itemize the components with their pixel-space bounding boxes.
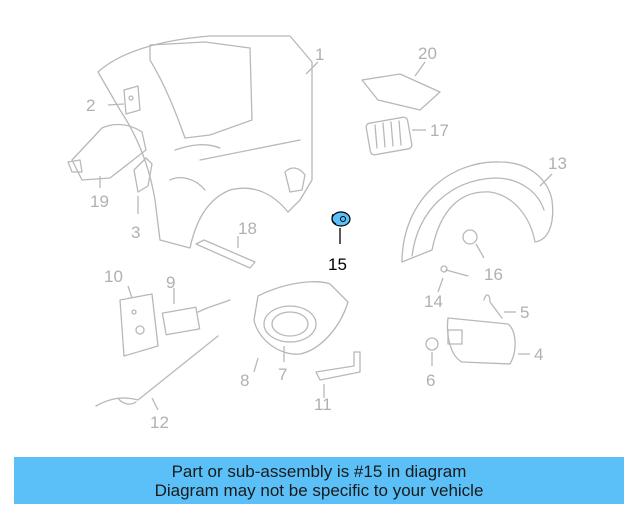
part-7-housing [263,305,317,343]
part-3-actuator [133,157,153,193]
part-5-spring [483,294,503,319]
callout-15: 15 [328,255,347,274]
part-17-vent [365,116,413,156]
callout-14: 14 [424,292,443,311]
callout-4: 4 [534,345,543,364]
part-9-module [161,299,231,336]
callout-17: 17 [430,121,449,140]
banner-line-1: Part or sub-assembly is #15 in diagram [171,461,467,481]
part-19-filler-housing [67,123,147,181]
callout-13: 13 [548,154,567,173]
part-18-strip [195,239,256,269]
callout-5: 5 [520,303,529,322]
callout-12: 12 [150,413,169,432]
callout-7: 7 [278,365,287,384]
part-1-quarter-panel [97,35,313,249]
callout-20: 20 [418,44,437,63]
banner-line-2: Diagram may not be specific to your vehi… [154,480,484,500]
part-14-screw [440,265,469,277]
part-12-cable [95,335,219,407]
part-13-wheel-liner [401,161,554,263]
callout-11: 11 [314,395,332,414]
part-10-bracket [119,293,159,357]
part-8-filler-pocket [253,281,349,355]
callout-6: 6 [426,371,435,390]
callout-19: 19 [90,192,109,211]
part-4-fuel-door [446,317,516,365]
part-6-grommet [425,337,439,351]
part-2-bracket [123,85,141,115]
callout-16: 16 [484,265,503,284]
part-info-banner: Part or sub-assembly is #15 in diagram D… [14,457,624,504]
callout-9: 9 [166,273,175,292]
callout-2: 2 [86,96,95,115]
callout-3: 3 [131,223,140,242]
callout-10: 10 [104,267,123,286]
part-11-rod [315,351,361,381]
callout-8: 8 [240,371,249,390]
parts-diagram: 1 2 19 3 18 20 17 13 [67,35,567,432]
part-15-clip [331,211,351,227]
callout-1: 1 [315,45,324,64]
part-20-pad [361,73,441,111]
part-16-nut [462,229,478,245]
callout-18: 18 [238,219,257,238]
